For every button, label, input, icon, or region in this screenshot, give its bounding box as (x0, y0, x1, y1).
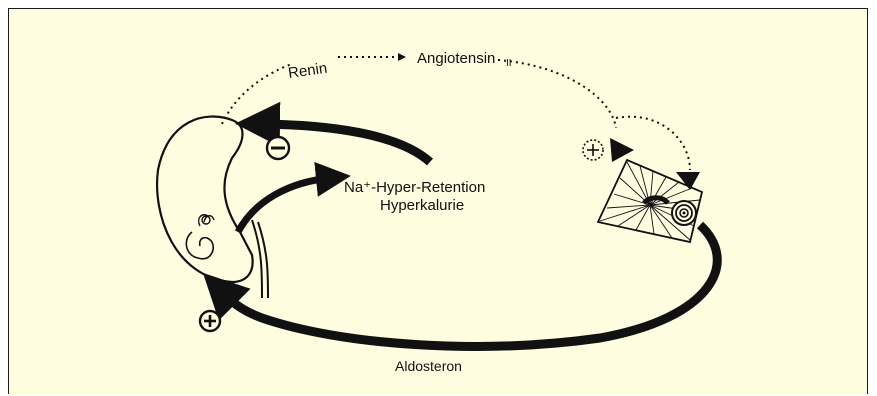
angiotensin-label: Angiotensin (417, 50, 495, 67)
minus-sign-icon (267, 137, 289, 159)
angiotensin-roman-label: II (506, 58, 512, 69)
aldosteron-label: Aldosteron (395, 358, 462, 374)
hyperkaliurie-label: Hyperkalurie (380, 197, 464, 214)
plus-sign-icon (200, 311, 220, 331)
na-retention-label: Na⁺-Hyper-Retention (344, 179, 485, 196)
